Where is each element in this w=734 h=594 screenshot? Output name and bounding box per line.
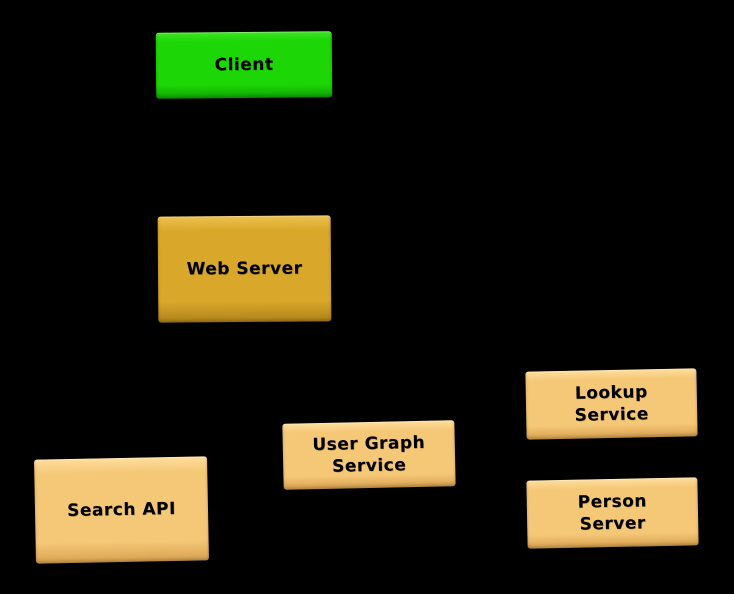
node-lookup-service-label: Lookup Service bbox=[574, 382, 649, 426]
node-search-api-label: Search API bbox=[66, 498, 177, 521]
node-lookup-service: Lookup Service bbox=[525, 368, 698, 440]
node-web-server: Web Server bbox=[157, 215, 332, 323]
node-user-graph-service: User Graph Service bbox=[282, 420, 456, 490]
node-user-graph-service-label: User Graph Service bbox=[312, 432, 426, 477]
node-client-label: Client bbox=[214, 54, 274, 76]
node-person-server-label: Person Server bbox=[577, 491, 648, 535]
node-client: Client bbox=[155, 31, 333, 99]
node-web-server-label: Web Server bbox=[186, 258, 303, 280]
node-search-api: Search API bbox=[34, 456, 209, 564]
node-person-server: Person Server bbox=[526, 477, 699, 549]
